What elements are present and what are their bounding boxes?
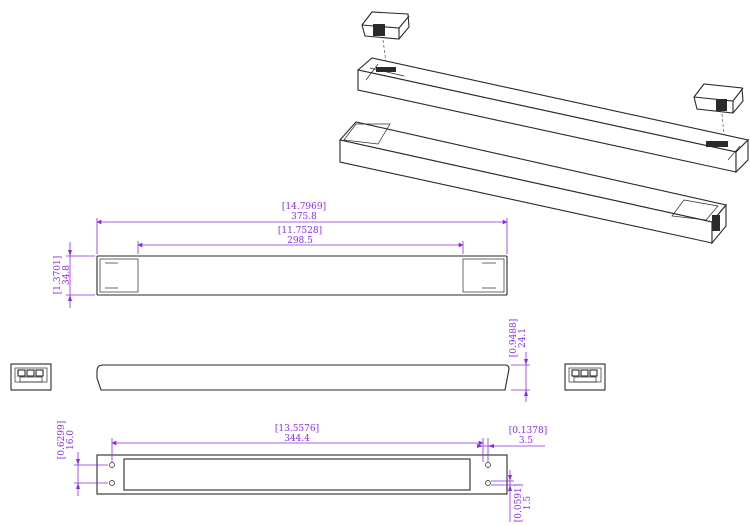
- mount-hole: [109, 462, 115, 468]
- driver-body-lower-iso: [338, 121, 727, 245]
- dim-height-mm: 34.8: [62, 265, 72, 285]
- mount-hole: [109, 480, 115, 486]
- dim-hole-diameter-in: [0.0591]: [514, 484, 524, 523]
- left-end-view: [10, 363, 52, 391]
- bottom-view-plate: [96, 454, 508, 495]
- top-view-body: [96, 255, 508, 296]
- end-cap-left-iso: [361, 11, 410, 63]
- dim-bottom-length: [13.5576] 344.4: [111, 424, 484, 462]
- bottom-view-body: [123, 458, 471, 491]
- dim-side-height-mm: 24.1: [518, 328, 528, 348]
- top-view-left-cap: [99, 258, 139, 293]
- dim-hole-diameter-mm: 1.5: [523, 496, 533, 511]
- side-view: [0.9488] 24.1: [10, 319, 606, 402]
- dim-height-in: [1.3701]: [53, 256, 63, 295]
- dim-overall-length-mm: 375.8: [291, 212, 317, 222]
- dim-hole-offset: [0.1378] 3.5: [477, 426, 547, 462]
- dim-hole-diameter: [0.0591] 1.5: [491, 470, 533, 522]
- right-end-view: [564, 363, 606, 391]
- mount-hole: [485, 480, 491, 486]
- bottom-view: [13.5576] 344.4 [0.1378] 3.5 [0.6299] 16…: [57, 421, 547, 523]
- dim-inner-length-mm: 298.5: [287, 236, 313, 246]
- dim-height: [1.3701] 34.8: [53, 242, 95, 308]
- dim-hole-offset-mm: 3.5: [519, 436, 534, 446]
- side-profile-body: [96, 364, 510, 391]
- dim-side-height-in: [0.9488]: [509, 319, 519, 358]
- driver-body-upper-iso: [356, 57, 750, 174]
- dim-inner-length: [11.7528] 298.5: [137, 226, 464, 254]
- dim-overall-length-in: [14.7969]: [282, 202, 326, 212]
- dim-bottom-height-mm: 16.0: [66, 430, 76, 450]
- mount-hole: [485, 462, 491, 468]
- top-view-right-cap: [462, 258, 505, 293]
- dim-hole-offset-in: [0.1378]: [509, 426, 548, 436]
- isometric-exploded-view: [338, 11, 750, 245]
- dim-bottom-height: [0.6299] 16.0: [57, 421, 108, 496]
- dim-bottom-length-in: [13.5576]: [275, 424, 319, 434]
- dim-bottom-height-in: [0.6299]: [57, 421, 67, 460]
- top-view: [14.7969] 375.8 [11.7528] 298.5 [1.3701]…: [53, 202, 508, 308]
- dim-inner-length-in: [11.7528]: [278, 226, 322, 236]
- dim-overall-length: [14.7969] 375.8: [96, 202, 508, 254]
- dim-side-height: [0.9488] 24.1: [509, 319, 530, 402]
- dim-bottom-length-mm: 344.4: [284, 434, 310, 444]
- end-cap-right-iso: [693, 83, 744, 136]
